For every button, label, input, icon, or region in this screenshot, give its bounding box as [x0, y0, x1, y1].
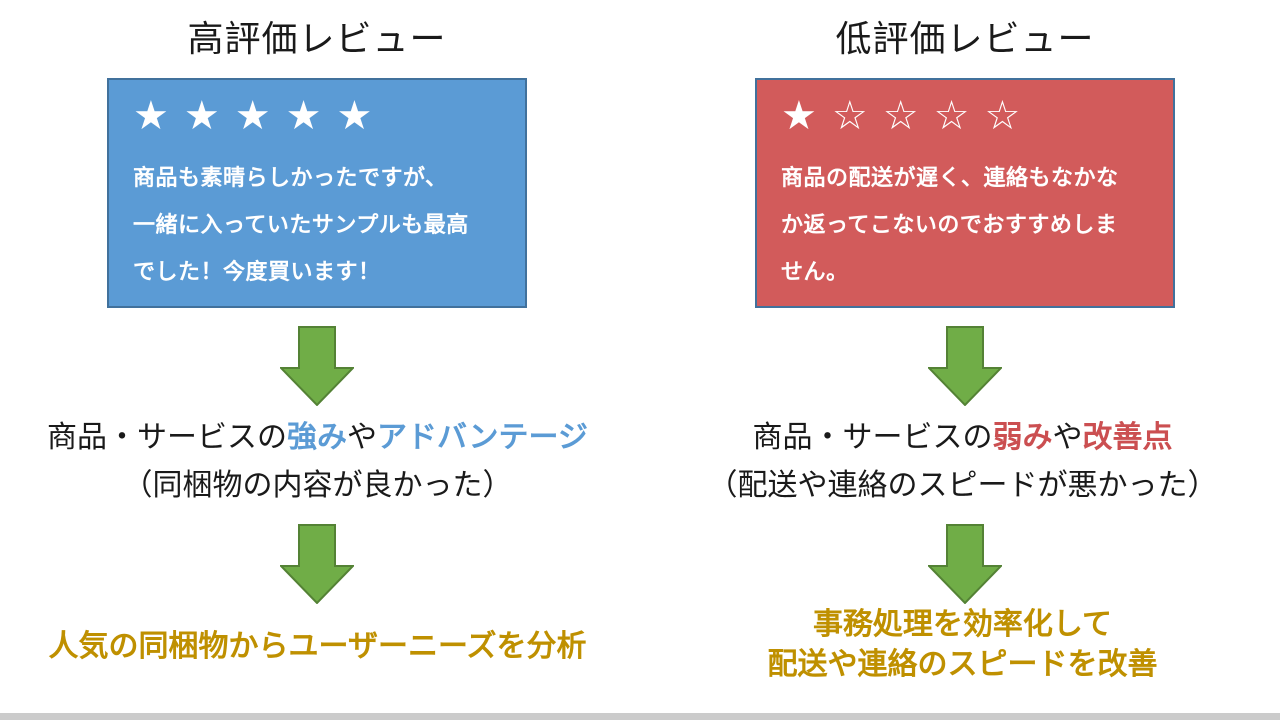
- action-line: 人気の同梱物からユーザーニーズを分析: [48, 630, 587, 663]
- left-column-title: 高評価レビュー: [187, 18, 447, 59]
- analysis-connector: や: [1052, 421, 1083, 454]
- bottom-edge-bar: [0, 713, 1280, 720]
- right-column-title: 低評価レビュー: [835, 18, 1095, 59]
- five-star-rating-icon: ★★★★★: [133, 94, 388, 138]
- analysis-highlight-improvement: 改善点: [1082, 421, 1173, 454]
- negative-review-box: ★☆☆☆☆ 商品の配送が遅く、連絡もなかな か返ってこないのでおすすめしま せん…: [755, 78, 1175, 308]
- left-analysis-note: （同梱物の内容が良かった）: [122, 469, 513, 502]
- analysis-prefix: 商品・サービスの: [47, 421, 288, 454]
- left-action-text: 人気の同梱物からユーザーニーズを分析: [0, 627, 635, 667]
- down-arrow-icon: [280, 524, 354, 604]
- negative-review-text: 商品の配送が遅く、連絡もなかな か返ってこないのでおすすめしま せん。: [781, 154, 1151, 295]
- right-analysis-note: （配送や連絡のスピードが悪かった）: [707, 469, 1218, 502]
- review-line: 一緒に入っていたサンプルも最高: [133, 212, 469, 237]
- review-line: 商品の配送が遅く、連絡もなかな: [781, 165, 1119, 190]
- down-arrow-icon: [928, 524, 1002, 604]
- review-line: でした！今度買います！: [133, 259, 381, 284]
- down-arrow-icon: [928, 326, 1002, 406]
- analysis-highlight-advantage: アドバンテージ: [377, 421, 588, 454]
- right-action-text: 事務処理を効率化して 配送や連絡のスピードを改善: [645, 605, 1280, 685]
- analysis-highlight-strength: 強み: [287, 421, 348, 454]
- analysis-prefix: 商品・サービスの: [752, 421, 993, 454]
- action-line: 事務処理を効率化して: [812, 608, 1113, 641]
- one-star-rating-icon: ★☆☆☆☆: [781, 94, 1036, 138]
- positive-review-text: 商品も素晴らしかったですが、 一緒に入っていたサンプルも最高 でした！今度買いま…: [133, 154, 503, 295]
- review-line: せん。: [781, 259, 849, 284]
- right-analysis-line: 商品・サービスの弱みや改善点: [645, 417, 1280, 459]
- action-line: 配送や連絡のスピードを改善: [767, 648, 1158, 681]
- review-line: 商品も素晴らしかったですが、: [133, 165, 448, 190]
- review-line: か返ってこないのでおすすめしま: [781, 212, 1118, 237]
- analysis-connector: や: [347, 421, 378, 454]
- positive-review-box: ★★★★★ 商品も素晴らしかったですが、 一緒に入っていたサンプルも最高 でした…: [107, 78, 527, 308]
- analysis-highlight-weakness: 弱み: [992, 421, 1053, 454]
- down-arrow-icon: [280, 326, 354, 406]
- left-analysis-line: 商品・サービスの強みやアドバンテージ: [0, 417, 635, 459]
